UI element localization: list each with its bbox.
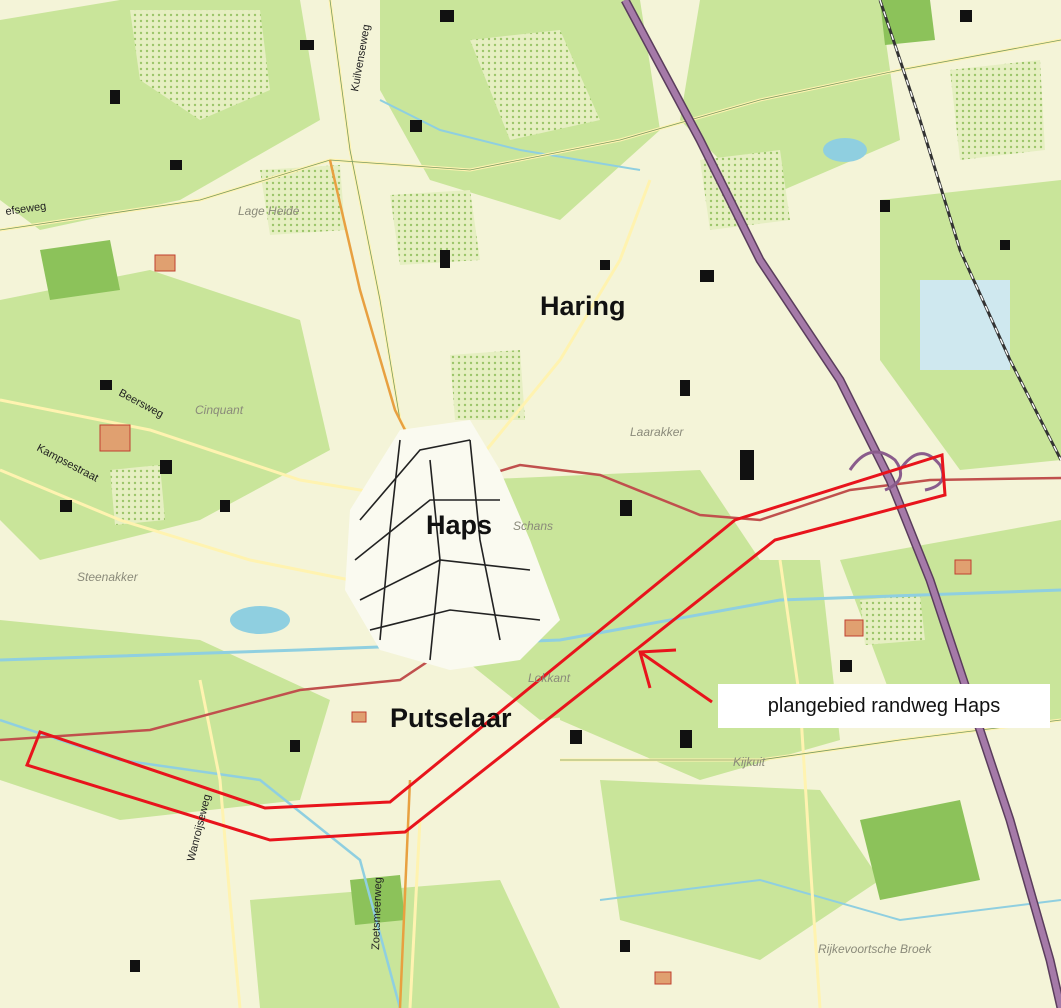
- locality-label-kijkuit: Kijkuit: [733, 755, 766, 769]
- callout-arrow: [638, 648, 713, 704]
- plan-area-outline: [25, 453, 947, 842]
- locality-label-steenakker: Steenakker: [77, 570, 139, 584]
- highway: [621, 0, 1061, 1008]
- forest-areas: [110, 10, 1045, 645]
- highlighted-buildings: [99, 254, 972, 985]
- locality-label-schans: Schans: [513, 519, 553, 533]
- village-builtup: [345, 420, 560, 670]
- locality-label-lokkant: Lokkant: [528, 671, 571, 685]
- locality-label-laarakker: Laarakker: [630, 425, 684, 439]
- place-label-putselaar: Putselaar: [390, 703, 512, 733]
- dark-forest-areas: [40, 0, 980, 925]
- road-label-efseweg: efseweg: [5, 200, 47, 218]
- road-label-zoetsmeerweg: Zoetsmeerweg: [370, 877, 385, 950]
- railway: [878, 0, 1061, 461]
- locality-label-lage-heide: Lage Heide: [238, 204, 300, 218]
- place-label-haring: Haring: [540, 291, 626, 321]
- locality-label-rijkevoortsche-broek: Rijkevoortsche Broek: [818, 942, 932, 956]
- plan-area-annotation: plangebied randweg Haps: [718, 684, 1050, 728]
- locality-label-cinquant: Cinquant: [195, 403, 244, 417]
- buildings: [60, 10, 1010, 972]
- place-label-haps: Haps: [426, 510, 492, 540]
